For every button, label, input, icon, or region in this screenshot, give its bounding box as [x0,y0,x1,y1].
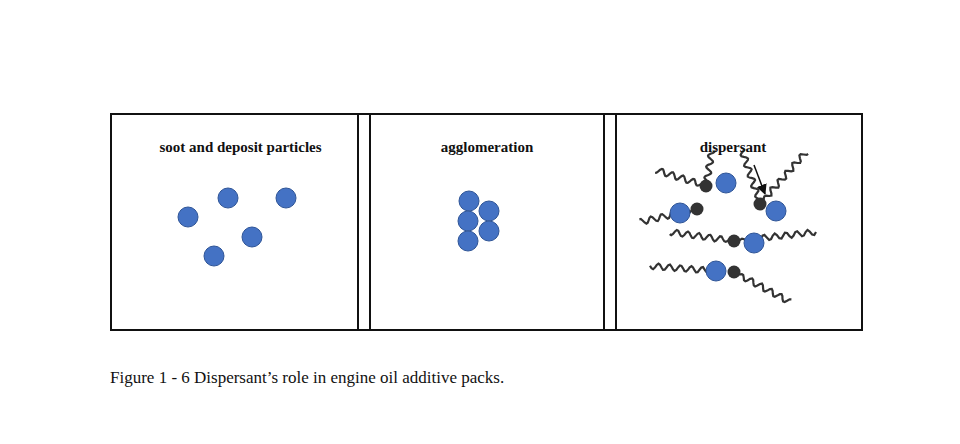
panel-box: agglomeration [357,113,617,331]
dispersant-tail [734,272,791,302]
particles [178,173,786,281]
dispersant-tail [670,230,734,242]
panel-box: soot and deposit particles [110,113,371,331]
panel-box: dispersant [603,113,863,331]
dispersant-tails [639,149,816,302]
dispersant-tail [741,149,760,204]
leader-arrow [754,165,765,194]
panel-heading: dispersant [605,139,861,156]
figure-caption: Figure 1 - 6 Dispersant’s role in engine… [110,368,504,388]
dispersant-tail [760,154,808,204]
panel-heading: soot and deposit particles [112,139,369,156]
dispersant-heads [691,180,767,279]
dispersant-tail [655,169,706,186]
panel-heading: agglomeration [359,139,615,156]
